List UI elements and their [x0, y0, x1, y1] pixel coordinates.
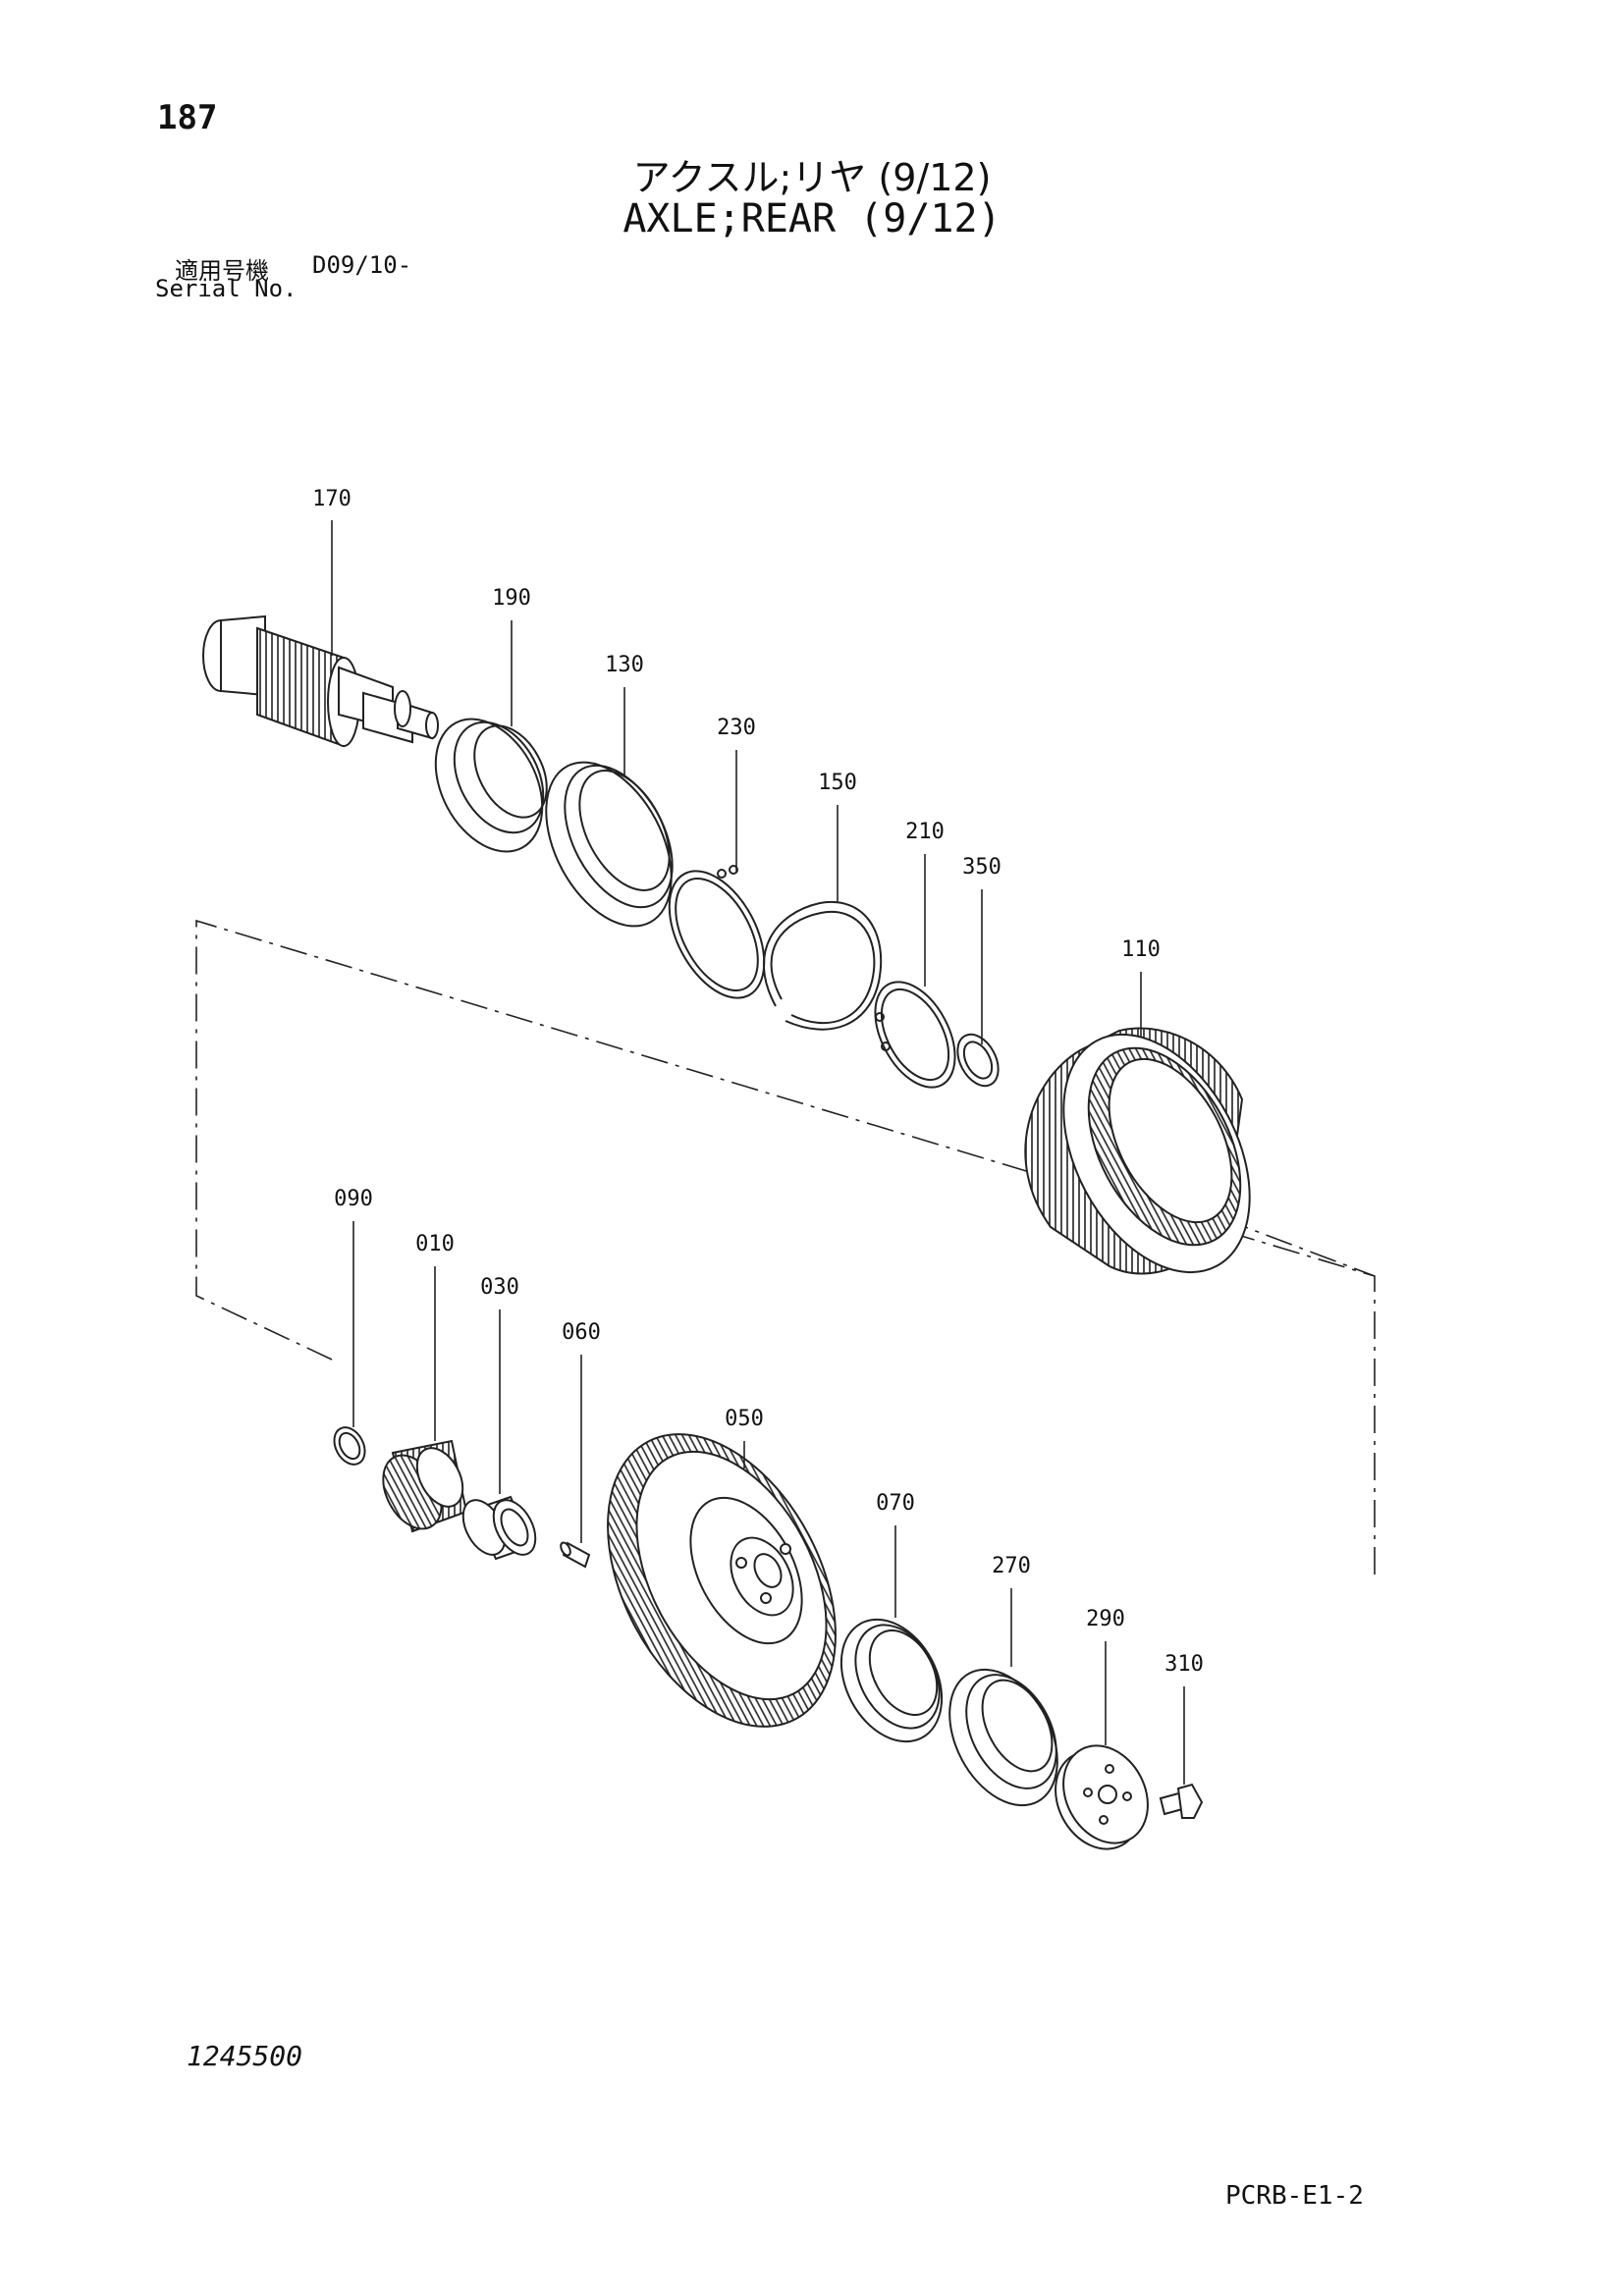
part-230-snap-ring	[668, 865, 766, 999]
part-290-thrust-plate	[1055, 1744, 1149, 1850]
callout-210: 210	[905, 820, 945, 844]
callout-170: 170	[312, 487, 352, 511]
callout-150: 150	[818, 771, 857, 795]
callout-090: 090	[334, 1187, 373, 1211]
part-110-ring-gear	[1024, 1027, 1251, 1275]
part-070-seal	[839, 1618, 944, 1743]
callout-270: 270	[992, 1554, 1031, 1578]
callout-310: 310	[1164, 1652, 1204, 1677]
callout-010: 010	[415, 1232, 455, 1256]
part-010-planet-gear	[382, 1439, 468, 1533]
part-030-needle-bearing	[461, 1495, 537, 1561]
part-350-washer	[956, 1033, 1000, 1088]
callout-130: 130	[605, 653, 644, 677]
callout-060: 060	[562, 1320, 601, 1345]
serial-label-japanese: 適用号機	[175, 257, 269, 285]
callout-350: 350	[962, 855, 1001, 880]
part-190-seal	[434, 718, 548, 853]
part-170-shaft	[202, 614, 439, 748]
callout-230: 230	[717, 716, 756, 740]
title-japanese: アクスル;リヤ (9/12)	[632, 156, 992, 199]
leader-lines	[331, 520, 1185, 1785]
serial-value: D09/10-	[312, 251, 412, 279]
part-270-bearing	[948, 1668, 1058, 1807]
callout-labels: 170 190 130 230 150 210 350 110 090 010 …	[312, 487, 1204, 1677]
page-code: PCRB-E1-2	[1225, 2181, 1364, 2211]
part-050-carrier-gear	[607, 1433, 837, 1728]
callout-050: 050	[725, 1407, 764, 1431]
part-090-snap-ring	[333, 1426, 366, 1466]
callout-110: 110	[1121, 937, 1161, 962]
callout-290: 290	[1086, 1607, 1125, 1631]
part-060-pin	[560, 1541, 591, 1569]
callout-070: 070	[876, 1491, 915, 1516]
part-130-bearing	[545, 761, 674, 928]
callout-030: 030	[480, 1275, 519, 1300]
title-english: AXLE;REAR (9/12)	[623, 196, 1001, 241]
drawing-number: 1245500	[187, 2040, 303, 2072]
page-number: 187	[157, 98, 218, 137]
callout-190: 190	[492, 586, 531, 611]
serial-label-english: Serial No.	[155, 275, 298, 302]
part-210-snap-ring	[874, 981, 956, 1089]
part-150-snap-ring	[763, 900, 883, 1031]
part-310-bolt	[1159, 1783, 1204, 1819]
